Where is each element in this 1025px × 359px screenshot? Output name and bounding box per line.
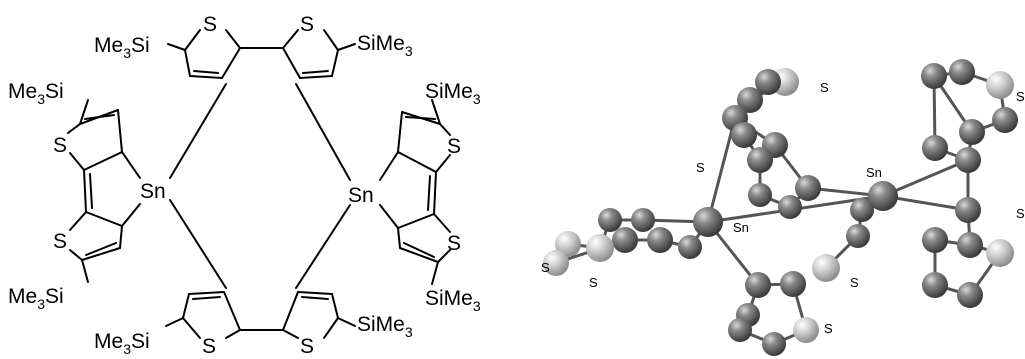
tin-label: Sn xyxy=(348,184,374,207)
sulfur-label: S xyxy=(447,135,461,158)
thiophene-bottom-left xyxy=(165,291,284,339)
trimethylsilyl-label: Me3Si xyxy=(8,80,64,107)
model-atom xyxy=(959,119,985,145)
sulfur-label: S xyxy=(203,13,217,36)
model-sulfur-atom xyxy=(986,71,1014,99)
model-sulfur-atom xyxy=(555,231,581,257)
tin-bonds xyxy=(169,83,351,289)
trimethylsilyl-label: Me3Si xyxy=(94,34,150,61)
model-atom xyxy=(795,175,821,201)
trimethylsilyl-label: Me3Si xyxy=(8,285,64,312)
model-sulfur-label: S xyxy=(824,321,833,336)
thiophene-top-right xyxy=(282,29,356,79)
model-atoms xyxy=(543,59,1018,356)
sulfur-label: S xyxy=(53,134,67,157)
dithienostannole-right xyxy=(379,99,451,285)
model-sulfur-label: S xyxy=(1016,89,1025,104)
model-atom xyxy=(957,232,983,258)
sulfur-label: S xyxy=(202,335,216,358)
model-sulfur-atom xyxy=(793,317,819,343)
model-atom xyxy=(780,271,806,297)
model-atom xyxy=(762,332,786,356)
model-atom xyxy=(922,227,948,253)
sulfur-label: S xyxy=(300,13,314,36)
trimethylsilyl-label: SiMe3 xyxy=(357,32,413,59)
model-sulfur-atom xyxy=(543,250,569,276)
model-sulfur-label: S xyxy=(1016,206,1025,221)
trimethylsilyl-label: SiMe3 xyxy=(357,313,413,340)
sulfur-label: S xyxy=(300,335,314,358)
model-sulfur-label: S xyxy=(696,160,705,175)
model-sulfur-label: S xyxy=(589,275,598,290)
model-atom xyxy=(949,59,975,85)
model-atom xyxy=(728,318,752,342)
model-sulfur-label: S xyxy=(541,260,550,275)
model-atom xyxy=(957,282,983,308)
model-atom xyxy=(748,183,772,207)
model-atom xyxy=(612,227,638,253)
model-sulfur-atom xyxy=(586,234,614,262)
model-atom xyxy=(745,272,771,298)
thiophene-top-left xyxy=(167,29,284,79)
model-sulfur-label: S xyxy=(820,80,829,95)
model-bond xyxy=(882,158,969,198)
model-atom xyxy=(647,227,673,253)
sulfur-label: S xyxy=(447,232,461,255)
model-atom xyxy=(955,197,981,223)
model-atom xyxy=(693,207,723,237)
dithienostannole-left xyxy=(67,99,141,283)
model-atom xyxy=(598,208,622,232)
model-atom xyxy=(922,135,948,161)
model-tin-label: Sn xyxy=(866,165,882,180)
model-sulfur-label: S xyxy=(850,275,859,290)
model-atom xyxy=(846,224,870,248)
model-atom xyxy=(992,107,1018,133)
model-atom xyxy=(922,272,948,298)
trimethylsilyl-label: SiMe3 xyxy=(425,287,481,314)
structural-formula: S S S S S S S S Sn Sn Me3Si SiMe3 Me3Si … xyxy=(8,13,481,358)
model-atom xyxy=(631,208,655,232)
sulfur-label: S xyxy=(53,230,67,253)
model-atom xyxy=(737,87,763,113)
model-bond xyxy=(706,117,737,223)
model-atom xyxy=(868,181,898,211)
model-atom xyxy=(850,198,874,222)
trimethylsilyl-label: SiMe3 xyxy=(425,80,481,107)
trimethylsilyl-label: Me3Si xyxy=(94,330,150,357)
model-sulfur-atom xyxy=(812,254,840,282)
thiophene-bottom-right xyxy=(282,291,356,339)
model-atom xyxy=(731,122,757,148)
model-atom xyxy=(778,195,802,219)
model-atom xyxy=(755,69,781,95)
model-atom xyxy=(921,63,947,89)
model-sulfur-atom xyxy=(986,239,1014,267)
model-atom xyxy=(955,147,981,173)
model-atom xyxy=(747,147,773,173)
model-atom xyxy=(678,235,702,259)
model-tin-label: Sn xyxy=(733,220,749,235)
tin-label: Sn xyxy=(140,180,166,203)
